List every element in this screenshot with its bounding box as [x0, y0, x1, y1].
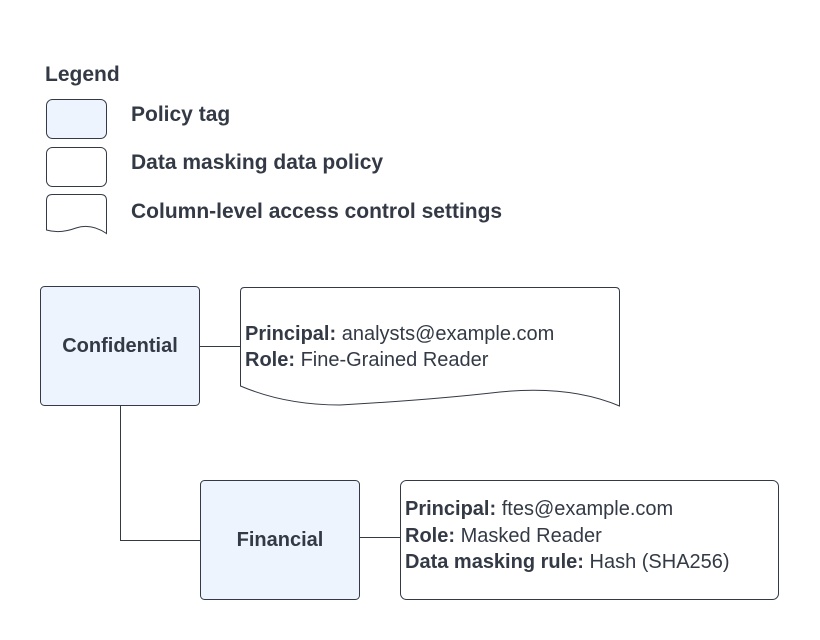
confidential-role-line: Role: Fine-Grained Reader — [245, 347, 488, 373]
policy-tag-financial[interactable] — [200, 480, 360, 600]
confidential-principal-key: Principal: — [245, 323, 337, 345]
legend-label-policy-tag: Policy tag — [131, 103, 231, 126]
policy-tag-confidential[interactable] — [40, 286, 200, 406]
confidential-role-key: Role: — [245, 349, 295, 371]
access-settings-confidential-shape — [240, 287, 620, 407]
connector-confidential-to-financial — [120, 406, 200, 541]
policy-tag-confidential-label: Confidential — [62, 334, 178, 357]
financial-masking-rule-value: Hash (SHA256) — [589, 551, 730, 573]
confidential-role-value: Fine-Grained Reader — [300, 349, 489, 371]
legend-title: Legend — [45, 63, 120, 86]
financial-role-value: Masked Reader — [460, 525, 602, 547]
financial-masking-rule-line: Data masking rule: Hash (SHA256) — [405, 549, 730, 575]
financial-principal-value: ftes@example.com — [501, 498, 674, 520]
legend-swatch-access-control-settings — [46, 194, 107, 235]
financial-role-line: Role: Masked Reader — [405, 523, 602, 549]
data-masking-policy-financial-shape — [400, 480, 779, 600]
financial-role-key: Role: — [405, 525, 455, 547]
legend-label-access-control-settings: Column-level access control settings — [131, 200, 503, 223]
legend-swatch-policy-tag — [46, 99, 107, 139]
financial-masking-rule-key: Data masking rule: — [405, 551, 584, 573]
confidential-principal-line: Principal: analysts@example.com — [245, 321, 554, 347]
financial-principal-key: Principal: — [405, 498, 497, 520]
financial-principal-line: Principal: ftes@example.com — [405, 496, 673, 522]
legend-swatch-data-masking-policy — [46, 147, 107, 187]
confidential-principal-value: analysts@example.com — [341, 323, 555, 345]
policy-tag-financial-label: Financial — [236, 528, 324, 551]
legend-label-data-masking-policy: Data masking data policy — [131, 151, 384, 174]
